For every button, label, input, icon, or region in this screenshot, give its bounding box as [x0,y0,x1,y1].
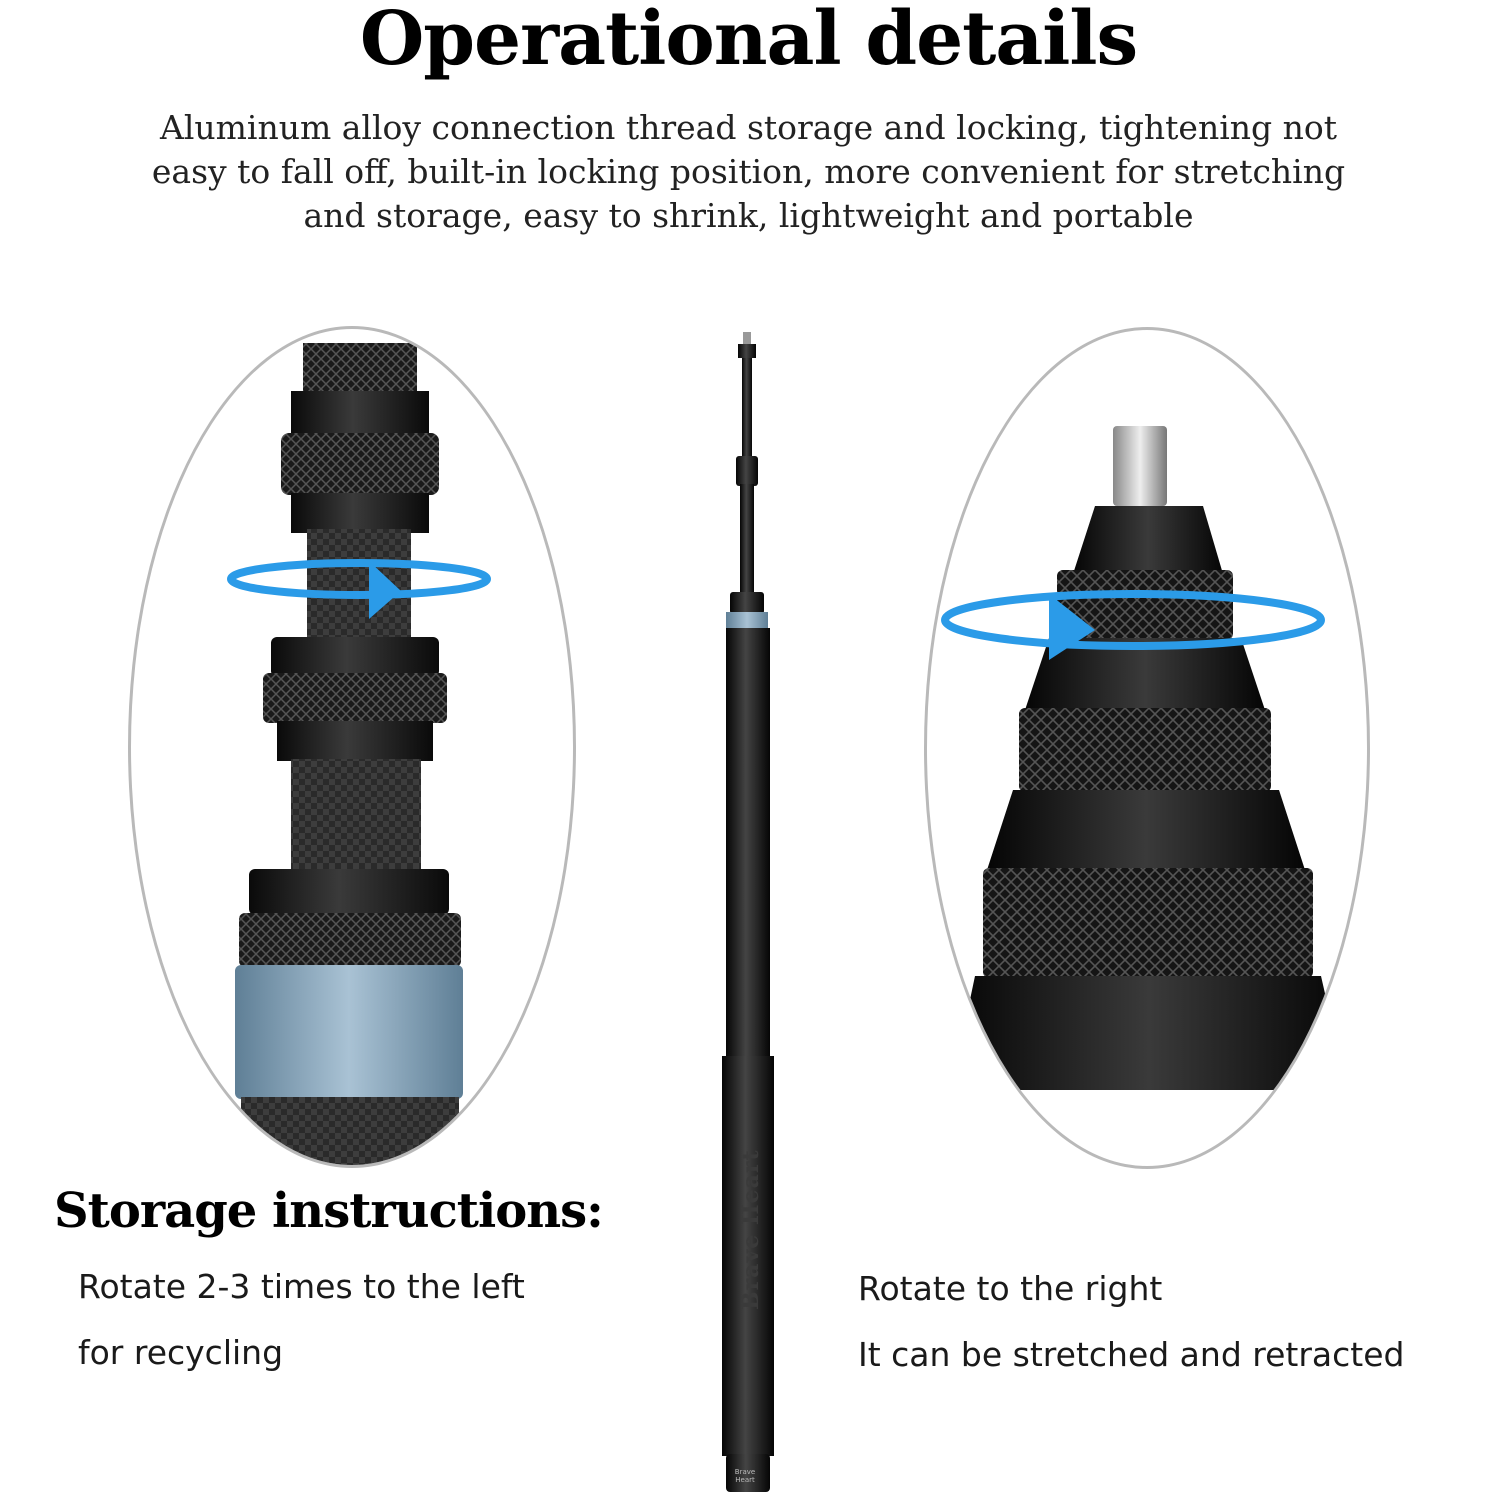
left-instruction-line-1: Rotate 2-3 times to the left [78,1267,525,1306]
right-instruction-line-1: Rotate to the right [858,1269,1163,1308]
rotate-right-arrow-icon [941,590,1325,660]
left-joint-illustration [227,343,491,1165]
right-instructions: Rotate to the right It can be stretched … [858,1256,1404,1388]
pole-brand-label: Brave Heart [738,1149,764,1310]
rotate-left-arrow-icon [227,559,491,619]
description: Aluminum alloy connection thread storage… [30,106,1467,238]
description-line-3: and storage, easy to shrink, lightweight… [303,196,1194,235]
storage-instructions-heading: Storage instructions: [54,1183,604,1239]
telescopic-pole [722,332,774,1492]
right-closeup-oval [924,327,1370,1169]
pole-tip-brand-label: Brave Heart [734,1468,756,1484]
left-instructions: Rotate 2-3 times to the left for recycli… [78,1254,525,1386]
right-instruction-line-2: It can be stretched and retracted [858,1335,1405,1374]
page-title: Operational details [359,0,1138,82]
left-instruction-line-2: for recycling [78,1333,284,1372]
left-closeup-oval [128,326,576,1168]
description-line-2: easy to fall off, built-in locking posit… [151,152,1346,191]
right-tip-illustration [941,426,1347,1090]
description-line-1: Aluminum alloy connection thread storage… [159,108,1337,147]
